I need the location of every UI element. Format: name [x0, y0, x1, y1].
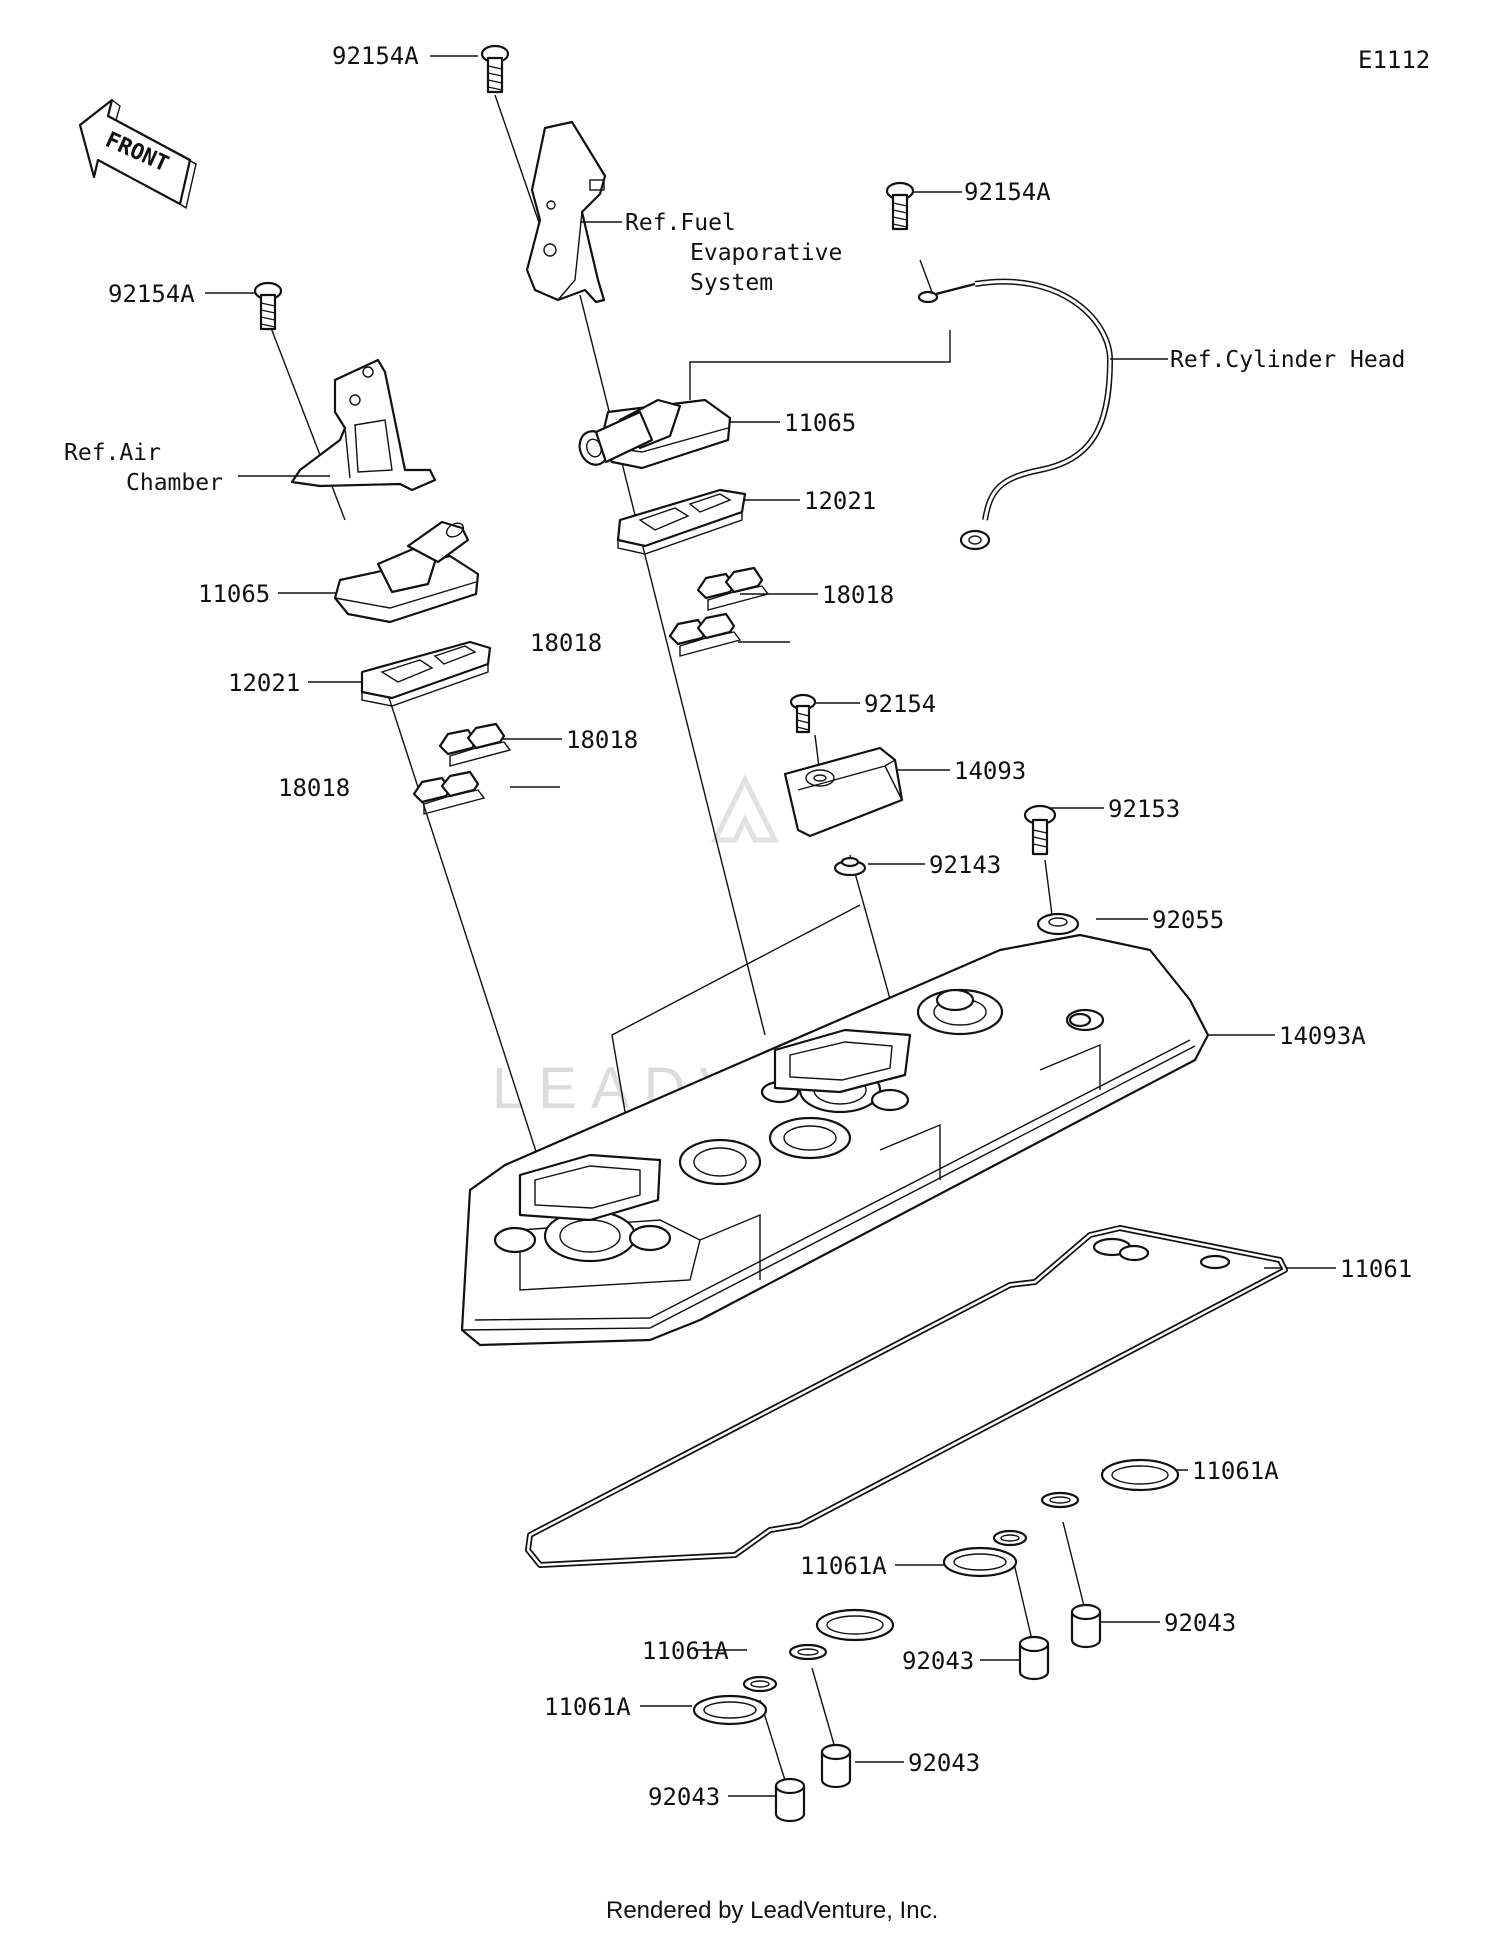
plug-gasket-icon-2 — [942, 1529, 1028, 1578]
callout-bolt-right: 92154A — [964, 178, 1051, 206]
dowel-icon-4 — [774, 1777, 806, 1823]
callout-cover-gasket: 11061 — [1340, 1255, 1412, 1283]
callout-bolt-cover: 92153 — [1108, 795, 1180, 823]
dowel-icon-2 — [1018, 1635, 1050, 1681]
ref-fuel-line2: Evaporative — [690, 240, 842, 266]
reed-clips-center-icon — [668, 566, 770, 657]
callout-dowel-4: 92043 — [648, 1783, 720, 1811]
bolt-sensor-icon — [789, 693, 817, 734]
head-cover-icon — [460, 933, 1210, 1347]
footer-credit: Rendered by LeadVenture, Inc. — [606, 1897, 938, 1924]
callout-cap-center: 11065 — [784, 409, 856, 437]
callout-cap-left: 11065 — [198, 580, 270, 608]
callout-dowel-1: 92043 — [902, 1647, 974, 1675]
ref-fuel-line1: Ref.Fuel — [625, 210, 736, 236]
ground-cable-icon — [917, 278, 1114, 551]
reference-notes: Ref.Fuel Evaporative System Ref.Air Cham… — [64, 210, 1405, 496]
dowel-icon-3 — [820, 1743, 852, 1789]
fuel-bracket-icon — [525, 120, 607, 304]
cover-gasket-icon — [525, 1225, 1288, 1568]
dowel-icon-1 — [1070, 1603, 1102, 1649]
bolt-top-icon — [480, 44, 510, 94]
callout-dowel-3: 92043 — [908, 1749, 980, 1777]
callout-collar-sensor: 92143 — [929, 851, 1001, 879]
callout-head-cover: 14093A — [1279, 1022, 1366, 1050]
ref-cylinder-head: Ref.Cylinder Head — [1170, 347, 1405, 373]
plug-gasket-icon-3 — [788, 1608, 895, 1661]
grommet-icon — [1036, 912, 1080, 936]
callout-gasket-left: 12021 — [228, 669, 300, 697]
bolt-right-icon — [885, 181, 915, 231]
callout-bolt-sensor: 92154 — [864, 690, 936, 718]
gasket-center-icon — [616, 488, 747, 555]
callout-bolt-top: 92154A — [332, 42, 419, 70]
plug-gasket-icon-1 — [1040, 1458, 1180, 1509]
callout-plug-gasket-2: 11061A — [800, 1552, 887, 1580]
alignment-lines — [267, 94, 1086, 1791]
callout-labels: 92154A 92154A 92154A 11065 11065 12021 1… — [108, 42, 1412, 1811]
bolt-cover-icon — [1023, 804, 1057, 856]
sensor-bracket-icon — [783, 746, 904, 838]
reed-cap-center-icon — [578, 398, 732, 470]
callout-gasket-center: 12021 — [804, 487, 876, 515]
callout-plug-gasket-3: 11061A — [642, 1637, 729, 1665]
gasket-left-icon — [360, 640, 492, 707]
collar-sensor-icon — [833, 856, 867, 877]
ref-air-line2: Chamber — [126, 470, 223, 496]
diagram-code: E1112 — [1358, 46, 1430, 74]
front-arrow-icon: FRONT — [78, 98, 197, 210]
reed-clips-left-icon — [412, 722, 512, 815]
plug-gasket-icon-4 — [692, 1675, 778, 1726]
air-chamber-bracket-icon — [290, 358, 437, 492]
callout-plug-gasket-1: 11061A — [1192, 1457, 1279, 1485]
reed-cap-left-icon — [333, 520, 480, 624]
callout-plug-gasket-4: 11061A — [544, 1693, 631, 1721]
callout-bolt-left: 92154A — [108, 280, 195, 308]
bolt-left-icon — [253, 281, 283, 331]
callout-grommet: 92055 — [1152, 906, 1224, 934]
callout-bracket-sensor: 14093 — [954, 757, 1026, 785]
callout-reed-center-upper: 18018 — [822, 581, 894, 609]
callout-dowel-2: 92043 — [1164, 1609, 1236, 1637]
callout-reed-left-lower: 18018 — [278, 774, 350, 802]
ref-air-line1: Ref.Air — [64, 440, 161, 466]
ref-fuel-line3: System — [690, 270, 773, 296]
callout-reed-left-upper: 18018 — [566, 726, 638, 754]
callout-reed-center-lower: 18018 — [530, 629, 602, 657]
